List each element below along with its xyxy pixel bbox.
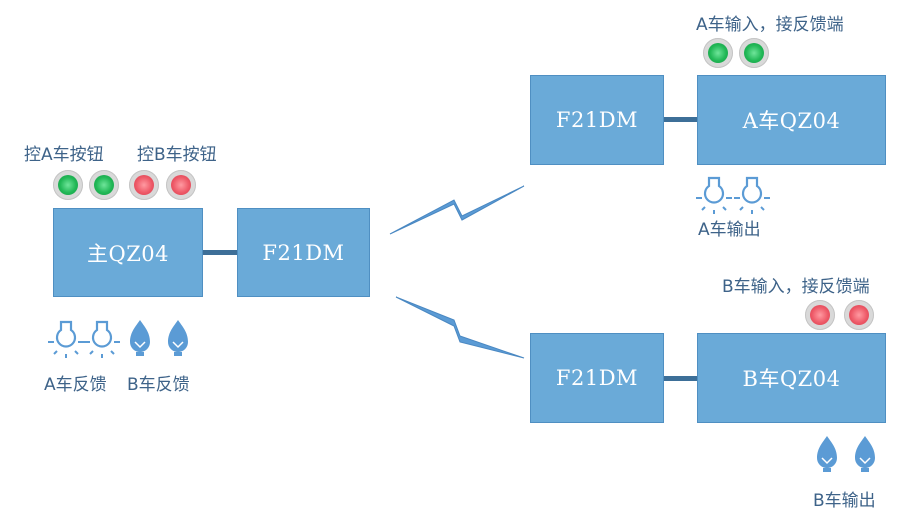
light-bulb-filled-icon <box>817 436 837 472</box>
car-b-output-label: B车输出 <box>813 491 876 511</box>
car-b-input-led-1 <box>805 300 835 330</box>
car-a-f21dm-box: F21DM <box>530 75 664 165</box>
red-led-icon <box>810 305 830 325</box>
connector-line <box>203 250 237 255</box>
car-a-output-label: A车输出 <box>698 220 761 240</box>
light-bulb-filled-icon <box>855 436 875 472</box>
light-bulb-outline-icon <box>84 320 120 358</box>
light-bulb-outline-icon <box>734 176 770 214</box>
car-a-qz04-box: A车QZ04 <box>697 75 886 165</box>
car-b-input-label: B车输入，接反馈端 <box>722 277 870 297</box>
green-led-icon <box>708 43 728 63</box>
feedback-a-label: A车反馈 <box>44 375 107 395</box>
light-bulb-outline-icon <box>48 320 84 358</box>
lightning-bolt-icon <box>389 185 525 235</box>
car-b-qz04-box: B车QZ04 <box>697 333 886 423</box>
red-led-icon <box>171 175 191 195</box>
ctrl-a-buttons-label: 控A车按钮 <box>24 145 104 165</box>
car-a-input-led-1 <box>703 38 733 68</box>
feedback-b-label: B车反馈 <box>127 375 190 395</box>
green-led-icon <box>94 175 114 195</box>
green-led-icon <box>744 43 764 63</box>
lightning-bolt-icon <box>395 296 525 359</box>
ctrl-b-button-2[interactable] <box>166 170 196 200</box>
car-b-f21dm-box: F21DM <box>530 333 664 423</box>
car-b-input-led-2 <box>844 300 874 330</box>
ctrl-b-button-1[interactable] <box>129 170 159 200</box>
light-bulb-filled-icon <box>168 320 188 356</box>
light-bulb-outline-icon <box>696 176 732 214</box>
car-a-input-led-2 <box>739 38 769 68</box>
light-bulb-filled-icon <box>130 320 150 356</box>
ctrl-a-button-2[interactable] <box>89 170 119 200</box>
main-f21dm-box: F21DM <box>237 208 370 297</box>
red-led-icon <box>849 305 869 325</box>
ctrl-a-button-1[interactable] <box>53 170 83 200</box>
connector-line <box>664 117 697 122</box>
red-led-icon <box>134 175 154 195</box>
car-a-input-label: A车输入，接反馈端 <box>696 15 844 35</box>
main-qz04-box: 主QZ04 <box>53 208 203 297</box>
connector-line <box>664 376 697 381</box>
green-led-icon <box>58 175 78 195</box>
ctrl-b-buttons-label: 控B车按钮 <box>137 145 217 165</box>
